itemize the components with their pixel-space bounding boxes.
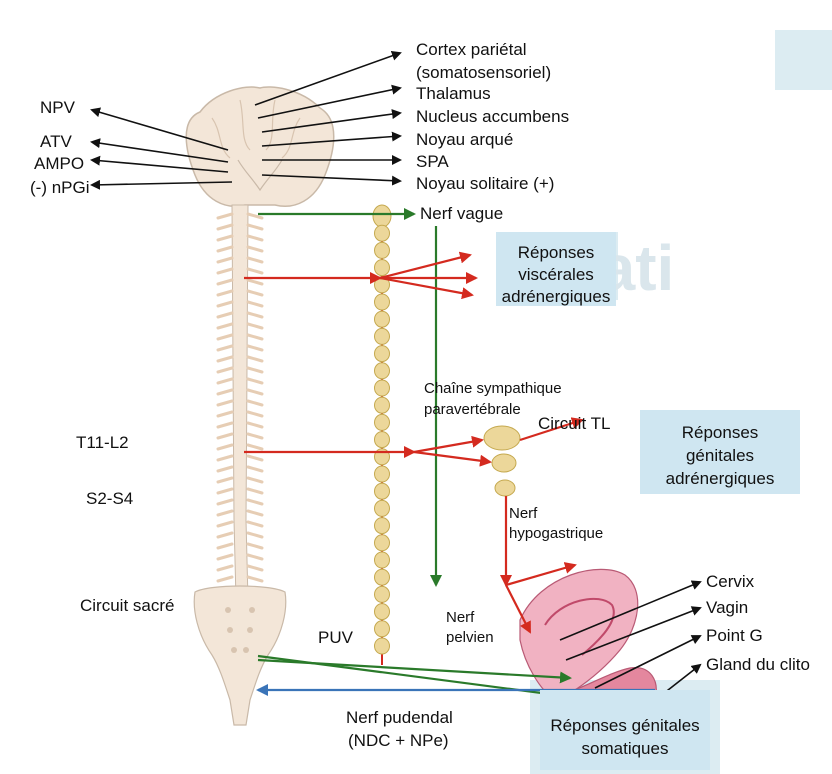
chain-ganglion: [375, 518, 390, 534]
som-line2: somatiques: [582, 739, 669, 758]
label-ampo: AMPO: [34, 154, 84, 173]
label-npgi: (-) nPGi: [30, 178, 90, 197]
label-noyau-arque: Noyau arqué: [416, 130, 513, 149]
label-nerf-pelvien-line1: Nerf: [446, 609, 475, 626]
label-cervix: Cervix: [706, 572, 755, 591]
chain-ganglion: [375, 621, 390, 637]
label-thalamus: Thalamus: [416, 84, 491, 103]
chain-ganglion: [373, 205, 391, 227]
gen-line2: génitales: [686, 446, 754, 465]
chain-ganglion: [375, 242, 390, 258]
chain-ganglion: [375, 638, 390, 654]
chain-ganglion: [375, 500, 390, 516]
chain-ganglion: [375, 328, 390, 344]
label-nerf-pelvien-line2: pelvien: [446, 629, 494, 646]
label-gland-clito: Gland du clito: [706, 655, 810, 674]
label-nerf-pudendal-line1: Nerf pudendal: [346, 708, 453, 727]
chain-ganglion: [375, 260, 390, 276]
chain-ganglion: [375, 294, 390, 310]
som-line1: Réponses génitales: [550, 716, 699, 735]
chain-ganglion: [375, 466, 390, 482]
label-chaine-line1: Chaîne sympathique: [424, 380, 562, 397]
label-nerf-hypo-line2: hypogastrique: [509, 525, 603, 542]
chain-ganglion: [375, 346, 390, 362]
brain-illustration: [186, 87, 334, 206]
visc-line2: viscérales: [518, 265, 594, 284]
label-cortex-line2: (somatosensoriel): [416, 63, 551, 82]
label-spa: SPA: [416, 152, 449, 171]
chain-ganglion: [375, 552, 390, 568]
chain-ganglion: [375, 380, 390, 396]
visc-line3: adrénergiques: [502, 287, 611, 306]
label-s2-s4: S2-S4: [86, 489, 133, 508]
label-cortex-line1: Cortex pariétal: [416, 40, 527, 59]
label-nerf-hypo-line1: Nerf: [509, 505, 538, 522]
gen-line3: adrénergiques: [666, 469, 775, 488]
label-noyau-solitaire: Noyau solitaire (+): [416, 174, 554, 193]
chain-ganglion: [375, 397, 390, 413]
gen-line1: Réponses: [682, 423, 759, 442]
label-atv: ATV: [40, 132, 72, 151]
label-chaine-line2: paravertébrale: [424, 401, 521, 418]
label-circuit-tl: Circuit TL: [538, 414, 610, 433]
label-nucleus-accumbens: Nucleus accumbens: [416, 107, 569, 126]
chain-ganglion: [375, 535, 390, 551]
chain-ganglion: [375, 225, 390, 241]
label-npv: NPV: [40, 98, 76, 117]
chain-ganglion: [375, 586, 390, 602]
label-puv: PUV: [318, 628, 354, 647]
chain-ganglion: [375, 569, 390, 585]
chain-ganglion: [375, 604, 390, 620]
chain-ganglion: [375, 414, 390, 430]
spinal-cord: [232, 205, 248, 600]
label-circuit-sacre: Circuit sacré: [80, 596, 174, 615]
label-vagin: Vagin: [706, 598, 748, 617]
chain-ganglion: [375, 311, 390, 327]
label-nerf-pudendal-line2: (NDC + NPe): [348, 731, 449, 750]
visc-line1: Réponses: [518, 243, 595, 262]
label-nerf-vague: Nerf vague: [420, 204, 503, 223]
chain-ganglion: [375, 363, 390, 379]
label-point-g: Point G: [706, 626, 763, 645]
label-t11-l2: T11-L2: [76, 433, 129, 452]
chain-ganglion: [375, 432, 390, 448]
chain-ganglion: [375, 483, 390, 499]
